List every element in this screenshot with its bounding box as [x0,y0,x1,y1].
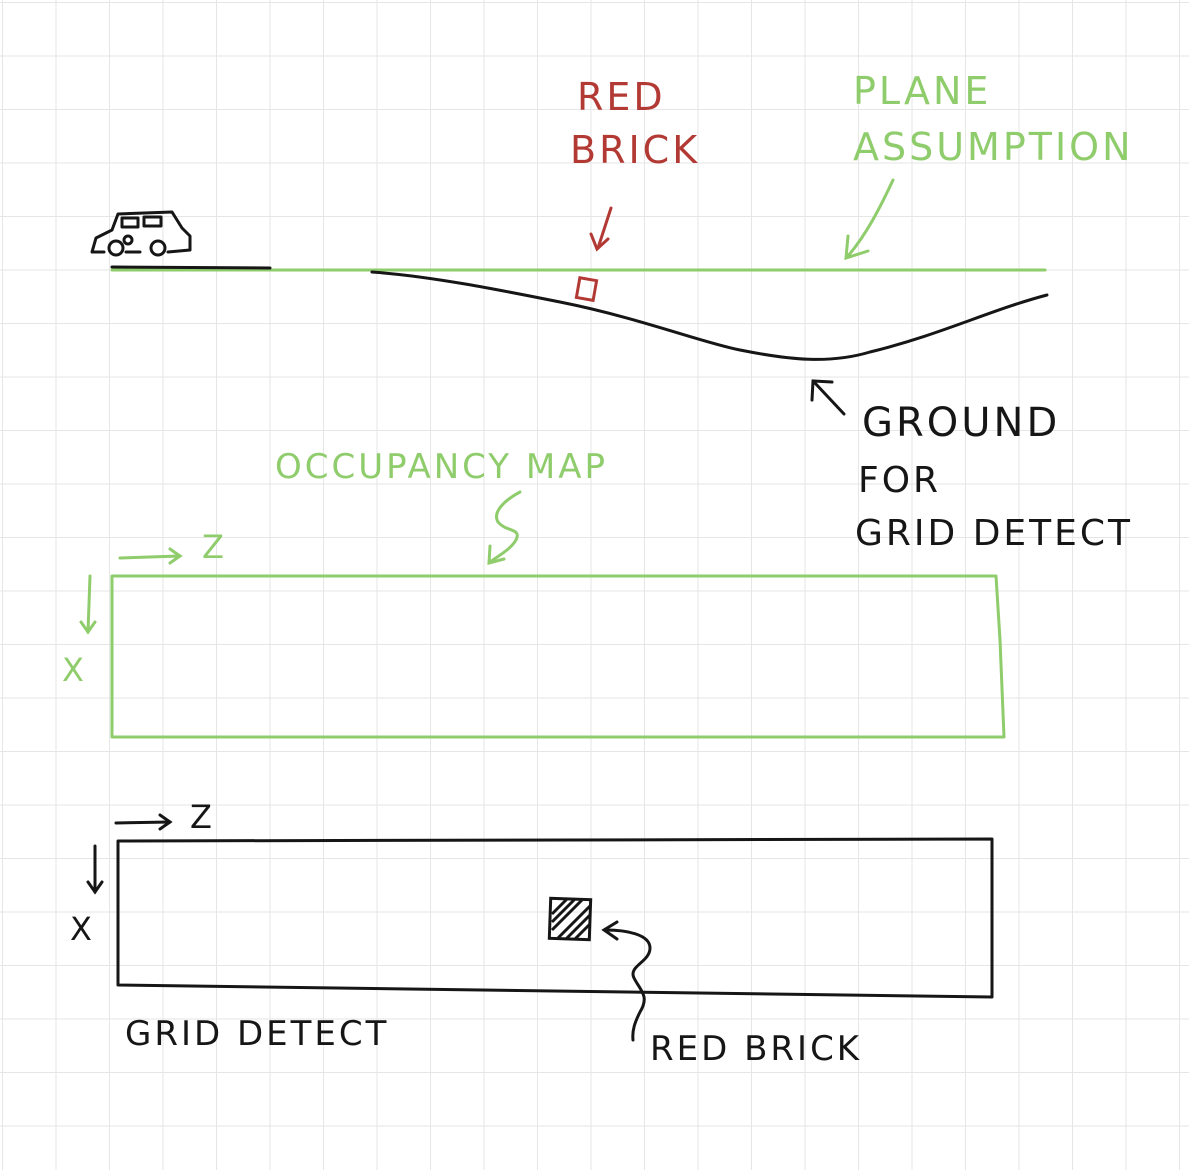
occupancy-map-rect [110,574,1006,739]
grid-detect-x-arrow-icon [86,844,104,895]
red-brick-top-arrow-icon [589,206,613,252]
ground-label-line1: GROUND [862,400,1060,446]
car-icon [90,210,192,257]
red-brick-top-marker [574,276,599,303]
occupancy-map-z-arrow-icon [118,547,183,565]
red-brick-top-label-line1: RED [577,75,666,119]
grid-detect-x-label: X [70,910,95,948]
red-brick-top-label-line2: BRICK [570,128,700,172]
ground-line [110,265,1049,361]
occupancy-map-x-arrow-icon [79,574,97,635]
grid-detect-rect [116,837,994,999]
plane-assumption-label-line2: ASSUMPTION [853,125,1134,169]
grid-detect-z-label: Z [190,798,215,836]
red-brick-bottom-squiggle-arrow-icon [601,920,652,1042]
grid-detect-label: GRID DETECT [125,1014,389,1054]
occupancy-map-z-label: Z [202,528,227,566]
occupancy-map-x-label: X [62,651,87,689]
ground-label-line3: GRID DETECT [855,513,1133,554]
ground-arrow-icon [810,379,846,416]
ground-label-line2: FOR [858,460,941,501]
grid-detect-z-arrow-icon [114,813,173,831]
occupancy-map-label: OCCUPANCY MAP [275,447,608,487]
plane-assumption-arrow-icon [844,178,895,261]
plane-assumption-label-line1: PLANE [853,69,991,113]
red-brick-detection-cell [547,896,593,942]
red-brick-bottom-label: RED BRICK [650,1029,862,1069]
occupancy-map-squiggle-arrow-icon [487,490,522,565]
